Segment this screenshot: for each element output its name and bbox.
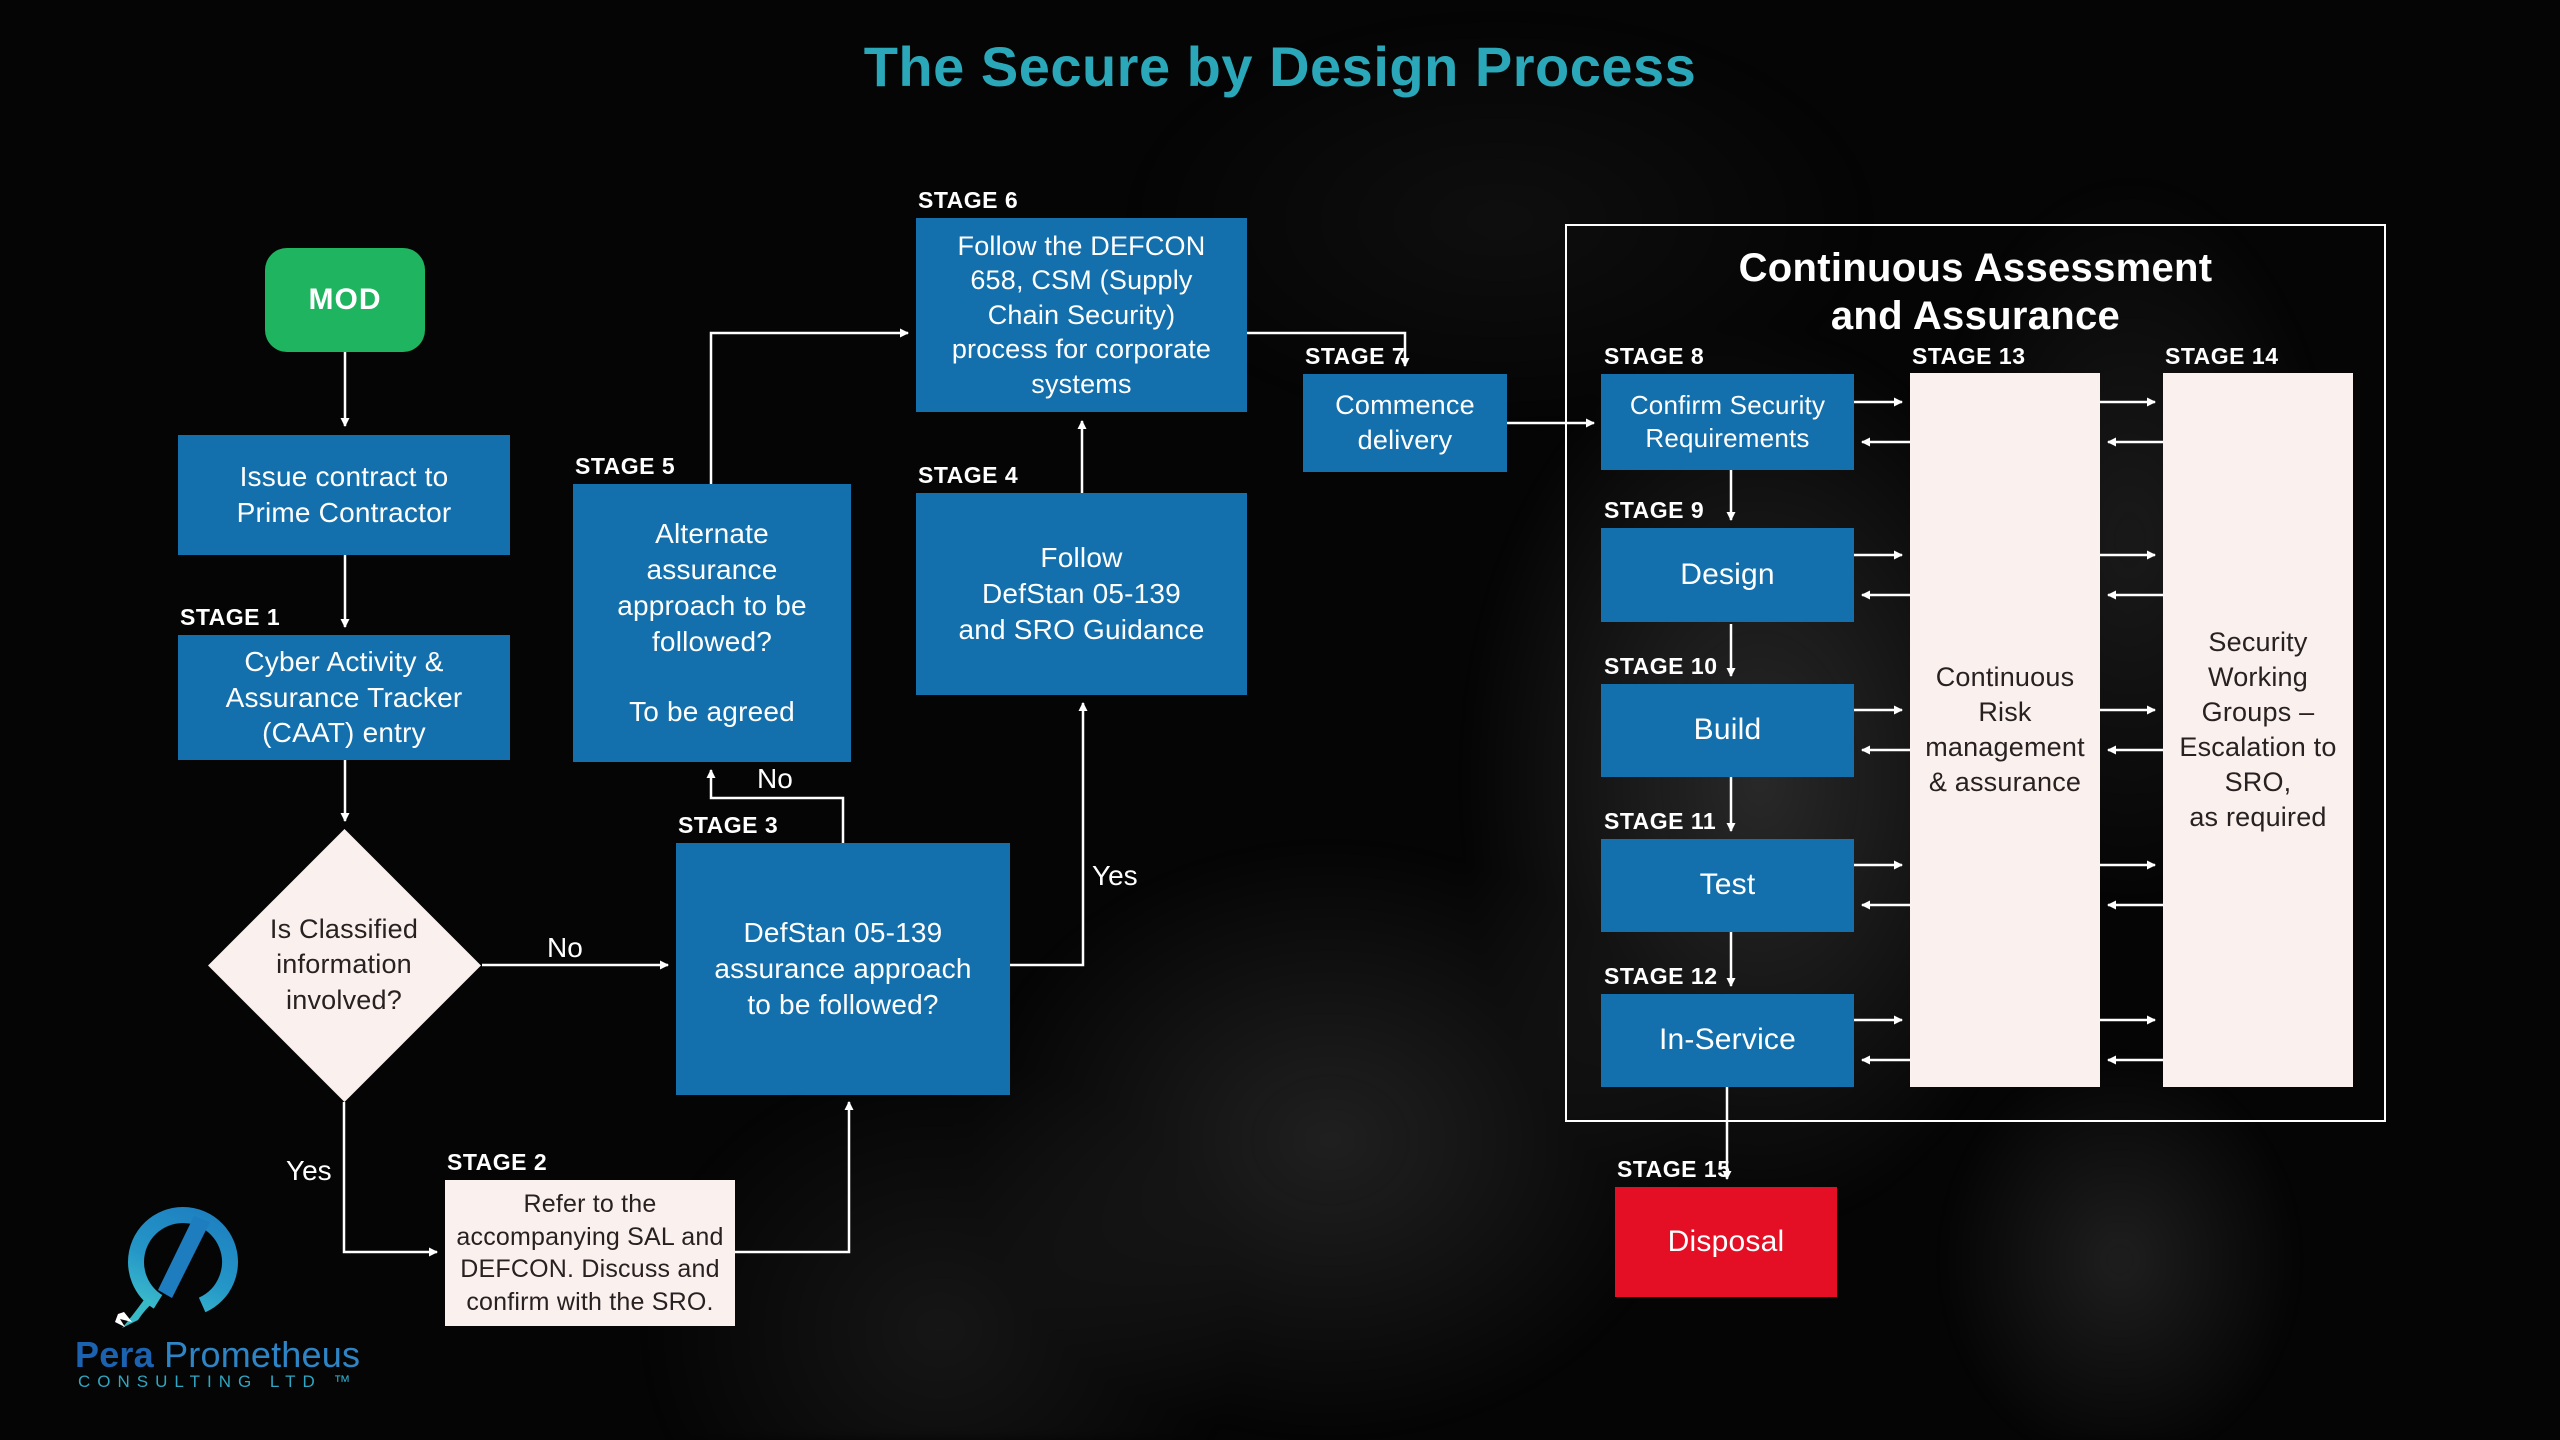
node-stage2-sal-defcon: Refer to the accompanying SAL and DEFCON…	[445, 1180, 735, 1326]
node-mod: MOD	[265, 248, 425, 352]
stage9-label: STAGE 9	[1604, 497, 1705, 523]
node-stage14-security-working-groups: Security Working Groups – Escalation to …	[2163, 373, 2353, 1087]
node-classified-decision-text: Is Classified information involved?	[269, 914, 419, 1015]
node-stage9-text: Design	[1680, 557, 1775, 591]
stage6-label: STAGE 6	[918, 187, 1019, 213]
node-stage1-caat: Cyber Activity & Assurance Tracker (CAAT…	[178, 635, 510, 760]
stage12-label: STAGE 12	[1604, 963, 1718, 989]
logo-name-light: Prometheus	[153, 1334, 361, 1375]
logo-name-bold: Pera	[75, 1334, 154, 1375]
edge-label-yes-diamond: Yes	[286, 1155, 332, 1186]
logo-subtitle: CONSULTING LTD ™	[78, 1372, 358, 1391]
stage3-label: STAGE 3	[678, 812, 779, 838]
node-issue-contract-text: Issue contract to Prime Contractor	[236, 461, 452, 528]
node-stage10-text: Build	[1693, 713, 1762, 747]
node-mod-label: MOD	[308, 282, 382, 316]
node-stage8-text: Confirm Security Requirements	[1629, 389, 1826, 453]
node-stage11-text: Test	[1699, 868, 1756, 902]
node-stage6-defcon658: Follow the DEFCON 658, CSM (Supply Chain…	[916, 218, 1247, 412]
node-stage11-test: Test	[1601, 839, 1854, 932]
stage1-label: STAGE 1	[180, 604, 281, 630]
page-title: The Secure by Design Process	[863, 35, 1697, 98]
stage5-label: STAGE 5	[575, 453, 676, 479]
stage8-label: STAGE 8	[1604, 343, 1705, 369]
container-title-line2: and Assurance	[1830, 294, 2121, 338]
node-stage14-text: Security Working Groups – Escalation to …	[2179, 626, 2337, 833]
stage13-label: STAGE 13	[1912, 343, 2026, 369]
node-stage13-continuous-risk: Continuous Risk management & assurance	[1910, 373, 2100, 1087]
node-stage13-text: Continuous Risk management & assurance	[1925, 661, 2085, 798]
edge-label-yes-stage3: Yes	[1092, 860, 1138, 891]
edge-label-no-diamond: No	[547, 932, 583, 963]
node-stage7-commence-delivery: Commence delivery	[1303, 374, 1507, 472]
node-stage15-text: Disposal	[1667, 1224, 1785, 1258]
node-stage9-design: Design	[1601, 528, 1854, 622]
node-stage6-text: Follow the DEFCON 658, CSM (Supply Chain…	[951, 230, 1212, 399]
node-stage2-text: Refer to the accompanying SAL and DEFCON…	[456, 1190, 724, 1316]
node-stage12-text: In-Service	[1658, 1023, 1797, 1057]
stage4-label: STAGE 4	[918, 462, 1019, 488]
node-stage4-text: Follow DefStan 05-139 and SRO Guidance	[958, 542, 1205, 645]
node-stage12-in-service: In-Service	[1601, 994, 1854, 1087]
node-issue-contract: Issue contract to Prime Contractor	[178, 435, 510, 555]
node-stage3-text: DefStan 05-139 assurance approach to be …	[714, 917, 972, 1020]
node-stage5-question-text: Alternate assurance approach to be follo…	[617, 518, 807, 657]
node-stage10-build: Build	[1601, 684, 1854, 777]
node-stage7-text: Commence delivery	[1335, 390, 1475, 455]
node-stage15-disposal: Disposal	[1615, 1187, 1837, 1297]
container-title-line1: Continuous Assessment	[1738, 246, 2213, 290]
stage15-label: STAGE 15	[1617, 1156, 1731, 1182]
node-classified-decision: Is Classified information involved?	[230, 880, 458, 1050]
pera-prometheus-logo: Pera Prometheus CONSULTING LTD ™	[70, 1200, 390, 1400]
stage11-label: STAGE 11	[1604, 808, 1717, 834]
edge-label-no-stage3: No	[757, 763, 793, 794]
node-stage5-note-text: To be agreed	[629, 695, 795, 727]
continuous-assessment-container: Continuous Assessment and Assurance	[1565, 224, 2386, 1122]
node-stage4-follow-defstan: Follow DefStan 05-139 and SRO Guidance	[916, 493, 1247, 695]
pera-prometheus-logo-mark	[115, 1207, 238, 1328]
node-stage8-confirm-security: Confirm Security Requirements	[1601, 374, 1854, 470]
stage14-label: STAGE 14	[2165, 343, 2279, 369]
stage7-label: STAGE 7	[1305, 343, 1406, 369]
node-stage3-defstan-question: DefStan 05-139 assurance approach to be …	[676, 843, 1010, 1095]
stage2-label: STAGE 2	[447, 1149, 548, 1175]
stage10-label: STAGE 10	[1604, 653, 1718, 679]
node-stage5-alternate-assurance: Alternate assurance approach to be follo…	[573, 484, 851, 762]
node-stage1-text: Cyber Activity & Assurance Tracker (CAAT…	[225, 645, 463, 749]
